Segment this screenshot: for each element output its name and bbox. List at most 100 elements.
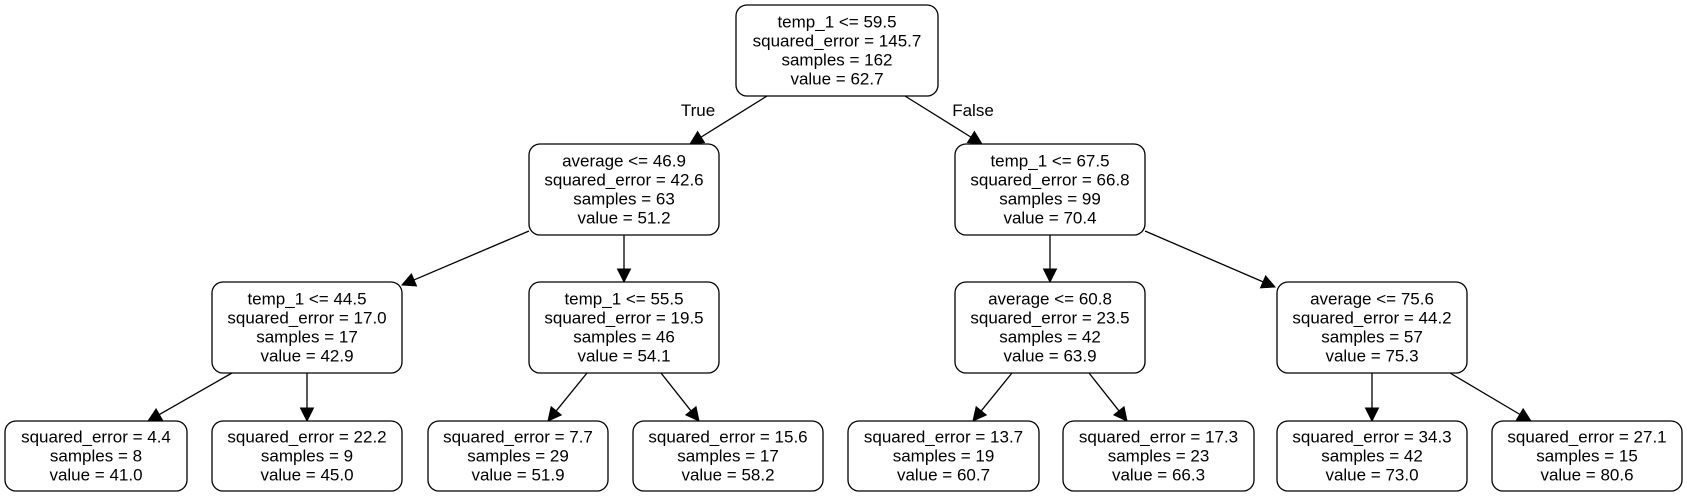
node-box bbox=[4, 420, 188, 492]
edge-n2-n5 bbox=[1042, 235, 1058, 284]
node-text-samples: samples = 63 bbox=[573, 190, 675, 209]
node-text-samples: samples = 15 bbox=[1536, 447, 1638, 466]
node-text-average: average <= 75.6 bbox=[1310, 290, 1434, 309]
node-text-squared-error: squared_error = 4.4 bbox=[21, 428, 171, 447]
node-text-temp-: temp_1 <= 59.5 bbox=[777, 13, 896, 32]
node-text-squared-error: squared_error = 22.2 bbox=[227, 428, 386, 447]
node-text-temp-: temp_1 <= 55.5 bbox=[564, 290, 683, 309]
edge-n6-n13 bbox=[1364, 373, 1380, 423]
node-box bbox=[1491, 420, 1683, 492]
node-text-squared-error: squared_error = 17.3 bbox=[1079, 428, 1238, 447]
node-text-value: value = 63.9 bbox=[1003, 347, 1096, 366]
node-text-squared-error: squared_error = 44.2 bbox=[1292, 309, 1451, 328]
node-text-value: value = 41.0 bbox=[49, 466, 142, 485]
edge-n6-n14 bbox=[1449, 372, 1532, 422]
node-text-samples: samples = 99 bbox=[999, 190, 1101, 209]
edge-line bbox=[904, 95, 972, 138]
node-text-samples: samples = 23 bbox=[1108, 447, 1210, 466]
node-text-average: average <= 46.9 bbox=[562, 152, 686, 171]
edge-n2-n6 bbox=[1144, 230, 1277, 289]
edge-n3-n8 bbox=[299, 373, 315, 423]
node-text-squared-error: squared_error = 34.3 bbox=[1292, 428, 1451, 447]
edge-n4-n9 bbox=[547, 372, 588, 422]
node-text-samples: samples = 42 bbox=[1321, 447, 1423, 466]
node-box bbox=[847, 420, 1040, 492]
node-text-samples: samples = 42 bbox=[999, 328, 1101, 347]
node-text-squared-error: squared_error = 7.7 bbox=[443, 428, 593, 447]
node-box bbox=[735, 4, 939, 97]
node-text-value: value = 42.9 bbox=[260, 347, 353, 366]
node-text-value: value = 66.3 bbox=[1112, 466, 1205, 485]
node-text-squared-error: squared_error = 17.0 bbox=[227, 309, 386, 328]
arrowhead-icon bbox=[1042, 268, 1058, 284]
edge-line bbox=[1088, 372, 1120, 412]
arrowhead-icon bbox=[147, 407, 164, 422]
node-text-temp-: temp_1 <= 67.5 bbox=[990, 152, 1109, 171]
node-box bbox=[211, 281, 403, 374]
node-text-value: value = 62.7 bbox=[790, 70, 883, 89]
node-text-squared-error: squared_error = 13.7 bbox=[864, 428, 1023, 447]
edge-n1-n4 bbox=[616, 235, 632, 284]
edge-label-false: False bbox=[952, 101, 994, 120]
node-text-value: value = 60.7 bbox=[897, 466, 990, 485]
edge-n5-n11 bbox=[972, 372, 1013, 422]
arrowhead-icon bbox=[966, 130, 983, 145]
node-text-squared-error: squared_error = 42.6 bbox=[544, 171, 703, 190]
edge-line bbox=[413, 230, 530, 281]
edge-line bbox=[1144, 230, 1264, 283]
node-text-value: value = 58.2 bbox=[681, 466, 774, 485]
node-box bbox=[427, 420, 609, 492]
node-box bbox=[528, 281, 720, 374]
edge-n0-n2: False bbox=[904, 95, 994, 145]
node-text-samples: samples = 162 bbox=[781, 51, 892, 70]
node-text-squared-error: squared_error = 23.5 bbox=[970, 309, 1129, 328]
edge-line bbox=[980, 372, 1013, 412]
edge-n4-n10 bbox=[660, 372, 700, 422]
arrowhead-icon bbox=[684, 405, 700, 422]
node-text-samples: samples = 29 bbox=[467, 447, 569, 466]
arrowhead-icon bbox=[1515, 407, 1532, 422]
edge-n5-n12 bbox=[1088, 372, 1128, 422]
arrowhead-icon bbox=[616, 268, 632, 284]
arrowhead-icon bbox=[972, 405, 988, 422]
edge-line bbox=[555, 372, 588, 412]
node-text-value: value = 80.6 bbox=[1540, 466, 1633, 485]
node-text-squared-error: squared_error = 27.1 bbox=[1507, 428, 1666, 447]
arrowhead-icon bbox=[299, 407, 315, 423]
arrowhead-icon bbox=[400, 272, 418, 287]
arrowhead-icon bbox=[1364, 407, 1380, 423]
edge-line bbox=[158, 372, 233, 416]
node-text-value: value = 70.4 bbox=[1003, 209, 1096, 228]
edge-n0-n1: True bbox=[681, 95, 768, 145]
node-box bbox=[211, 420, 403, 492]
edge-line bbox=[660, 372, 692, 412]
edge-n1-n3 bbox=[400, 230, 530, 287]
node-text-samples: samples = 46 bbox=[573, 328, 675, 347]
node-box bbox=[954, 143, 1146, 236]
node-box bbox=[954, 281, 1146, 374]
node-box bbox=[1276, 281, 1468, 374]
node-text-average: average <= 60.8 bbox=[988, 290, 1112, 309]
arrowhead-icon bbox=[689, 130, 706, 145]
node-text-samples: samples = 17 bbox=[256, 328, 358, 347]
edge-line bbox=[700, 95, 768, 138]
node-text-value: value = 51.9 bbox=[471, 466, 564, 485]
node-text-value: value = 73.0 bbox=[1325, 466, 1418, 485]
node-text-samples: samples = 57 bbox=[1321, 328, 1423, 347]
node-box bbox=[1062, 420, 1255, 492]
node-box bbox=[632, 420, 824, 492]
arrowhead-icon bbox=[1259, 274, 1277, 289]
node-text-samples: samples = 8 bbox=[50, 447, 142, 466]
node-text-value: value = 54.1 bbox=[577, 347, 670, 366]
node-text-squared-error: squared_error = 66.8 bbox=[970, 171, 1129, 190]
